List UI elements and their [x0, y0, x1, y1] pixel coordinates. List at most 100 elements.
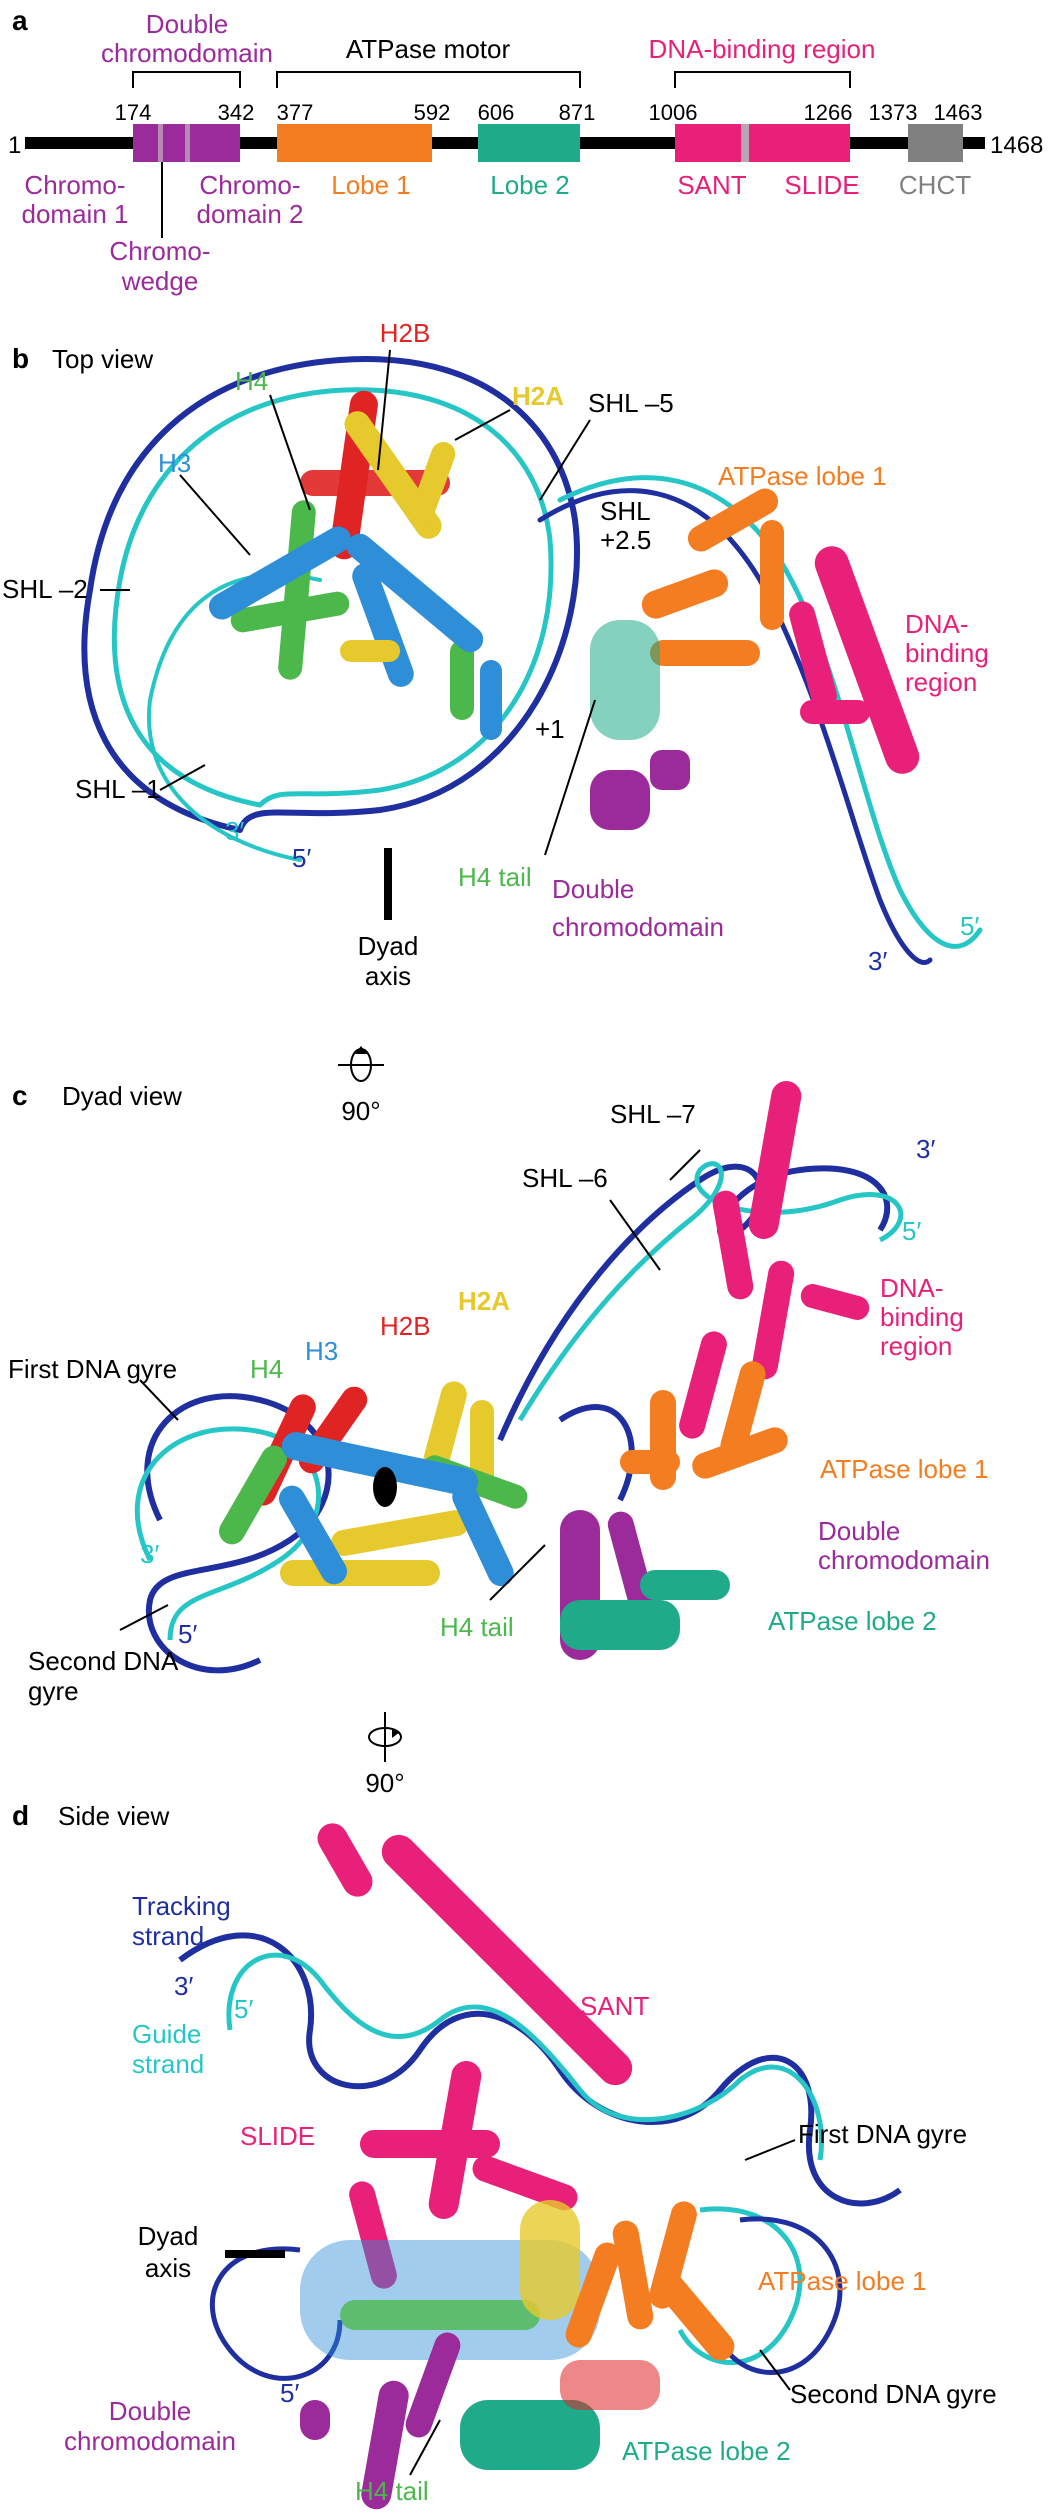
label-rotation-1: 90° — [341, 1096, 380, 1126]
dyad-helix-h2a-3 — [280, 1560, 440, 1586]
helix-h4-2 — [230, 591, 350, 633]
dna-superhelix-top — [81, 356, 983, 965]
leader-h3 — [179, 474, 251, 556]
leader-h4-tail-side — [409, 2419, 441, 2476]
helix-dna-binding-1 — [814, 546, 920, 774]
label-slide: SLIDE — [784, 170, 859, 200]
dyad-helix-h3-2 — [279, 1485, 347, 1585]
bracket-double-chromodomain — [132, 71, 241, 88]
dyad-helix-dna-binding-1 — [748, 1080, 802, 1240]
helix-h3-4 — [480, 660, 502, 740]
dyad-helix-h4-1 — [219, 1445, 287, 1545]
label-chromowedge-2: wedge — [121, 266, 199, 296]
panel-c-letter: c — [12, 1080, 28, 1111]
leader-h4-tail-top — [544, 699, 596, 856]
dyad-helix-h3-3 — [452, 1483, 514, 1587]
label-5prime-top: 5′ — [292, 843, 311, 873]
label-sant: SANT — [677, 170, 746, 200]
label-h2a-dyad: H2A — [458, 1286, 510, 1316]
side-helix-lobe1-1 — [565, 2242, 621, 2348]
label-chromodomain2-1: Chromo- — [199, 170, 300, 200]
pos-1266: 1266 — [804, 100, 853, 125]
side-helix-dna-binding-6 — [472, 2155, 578, 2211]
label-atpase-lobe1-side: ATPase lobe 1 — [758, 2266, 927, 2296]
dna-guide-dyad-ext — [517, 1161, 904, 1422]
label-shl-m7: SHL –7 — [610, 1099, 696, 1129]
label-shl-p25-1: SHL — [600, 496, 651, 526]
helix-dna-binding-2 — [789, 601, 837, 709]
label-h2a-top: H2A — [512, 381, 564, 411]
domain-dna-binding — [675, 124, 850, 162]
leader-first-gyre-dyad — [139, 1379, 179, 1421]
label-dna-binding-dyad-3: region — [880, 1331, 952, 1361]
label-dna-binding-region: DNA-binding region — [649, 34, 876, 64]
bracket-atpase-motor — [276, 71, 581, 88]
side-helix-chromo-3 — [300, 2400, 330, 2440]
bracket-dna-binding — [674, 71, 851, 88]
dna-tracking-side-low — [210, 2246, 343, 2381]
dyad-axis-marker-top — [384, 848, 392, 920]
label-tracking-1: Tracking — [132, 1891, 231, 1921]
label-first-gyre-dyad: First DNA gyre — [8, 1354, 177, 1384]
label-dyad-side-1: Dyad — [138, 2221, 199, 2251]
dyad-helix-h3-1 — [281, 1432, 479, 1496]
label-h4-tail-dyad: H4 tail — [440, 1612, 514, 1642]
dyad-helix-dna-binding-3 — [751, 1260, 795, 1380]
label-atpase-lobe2-dyad: ATPase lobe 2 — [768, 1606, 937, 1636]
side-helix-lobe1-4 — [653, 2269, 735, 2361]
leader-second-gyre-dyad — [119, 1604, 169, 1631]
dna-guide-top — [111, 387, 554, 808]
side-helix-dna-binding-4 — [360, 2130, 500, 2158]
side-helix-chromo-1 — [361, 2380, 409, 2510]
label-lobe-2: Lobe 2 — [490, 170, 570, 200]
dna-side-view — [178, 1932, 902, 2381]
label-first-gyre-side: First DNA gyre — [798, 2119, 967, 2149]
rotation-arrowhead-2 — [392, 1728, 400, 1738]
dyad-helix-h2a-4 — [330, 1510, 470, 1556]
rotation-marker-2: 90° — [365, 1712, 405, 1798]
label-atpase-motor: ATPase motor — [346, 34, 511, 64]
label-3prime-top: 3′ — [225, 816, 244, 846]
pos-174: 174 — [115, 100, 152, 125]
pos-377: 377 — [277, 100, 314, 125]
label-h2b-dyad: H2B — [380, 1311, 431, 1341]
label-dna-binding-top-3: region — [905, 667, 977, 697]
domain-chromo-top — [590, 770, 650, 830]
label-h3-top: H3 — [158, 448, 191, 478]
panel-b-title: Top view — [52, 344, 153, 374]
label-5prime-side-b: 5′ — [280, 2378, 299, 2408]
label-double-chromo-side-1: Double — [109, 2396, 191, 2426]
rotation-arrowhead-1 — [355, 1046, 367, 1054]
label-guide-1: Guide — [132, 2019, 201, 2049]
panel-d-letter: d — [12, 1800, 29, 1831]
pos-1463: 1463 — [934, 100, 983, 125]
label-double-chromo-top-1: Double — [552, 874, 634, 904]
dyad-domain-lobe2-2 — [640, 1570, 730, 1600]
helix-lobe1-2 — [687, 488, 779, 552]
dna-tracking-dyad-loop — [558, 1404, 635, 1502]
domain-chromo-top-2 — [650, 750, 690, 790]
label-5prime-side: 5′ — [234, 1994, 253, 2024]
leader-h4 — [269, 394, 311, 511]
pos-342: 342 — [218, 100, 255, 125]
helix-h3-2 — [346, 533, 484, 653]
label-atpase-lobe2-side: ATPase lobe 2 — [622, 2436, 791, 2466]
helix-h4-3 — [450, 640, 474, 720]
side-helix-h2b — [560, 2360, 660, 2410]
leader-second-gyre-side — [759, 2349, 791, 2391]
label-dyad-top-2: axis — [365, 961, 411, 991]
dna-guide-dyad — [135, 1426, 322, 1641]
label-h4-dyad: H4 — [250, 1354, 283, 1384]
panel-c: c Dyad view — [8, 1080, 990, 1706]
dyad-axis-marker-side — [225, 2250, 285, 2258]
label-dyad-side-2: axis — [145, 2253, 191, 2283]
panel-b-letter: b — [12, 343, 29, 374]
helix-h2a-2 — [408, 441, 456, 529]
helix-lobe1-4 — [760, 520, 784, 630]
label-second-gyre-dyad-2: gyre — [28, 1676, 79, 1706]
dyad-domain-lobe2-1 — [560, 1600, 680, 1650]
pos-592: 592 — [414, 100, 451, 125]
dna-tracking-top — [81, 356, 580, 833]
label-second-gyre-dyad-1: Second DNA — [28, 1646, 179, 1676]
domain-dna-binding-linker — [741, 124, 749, 162]
